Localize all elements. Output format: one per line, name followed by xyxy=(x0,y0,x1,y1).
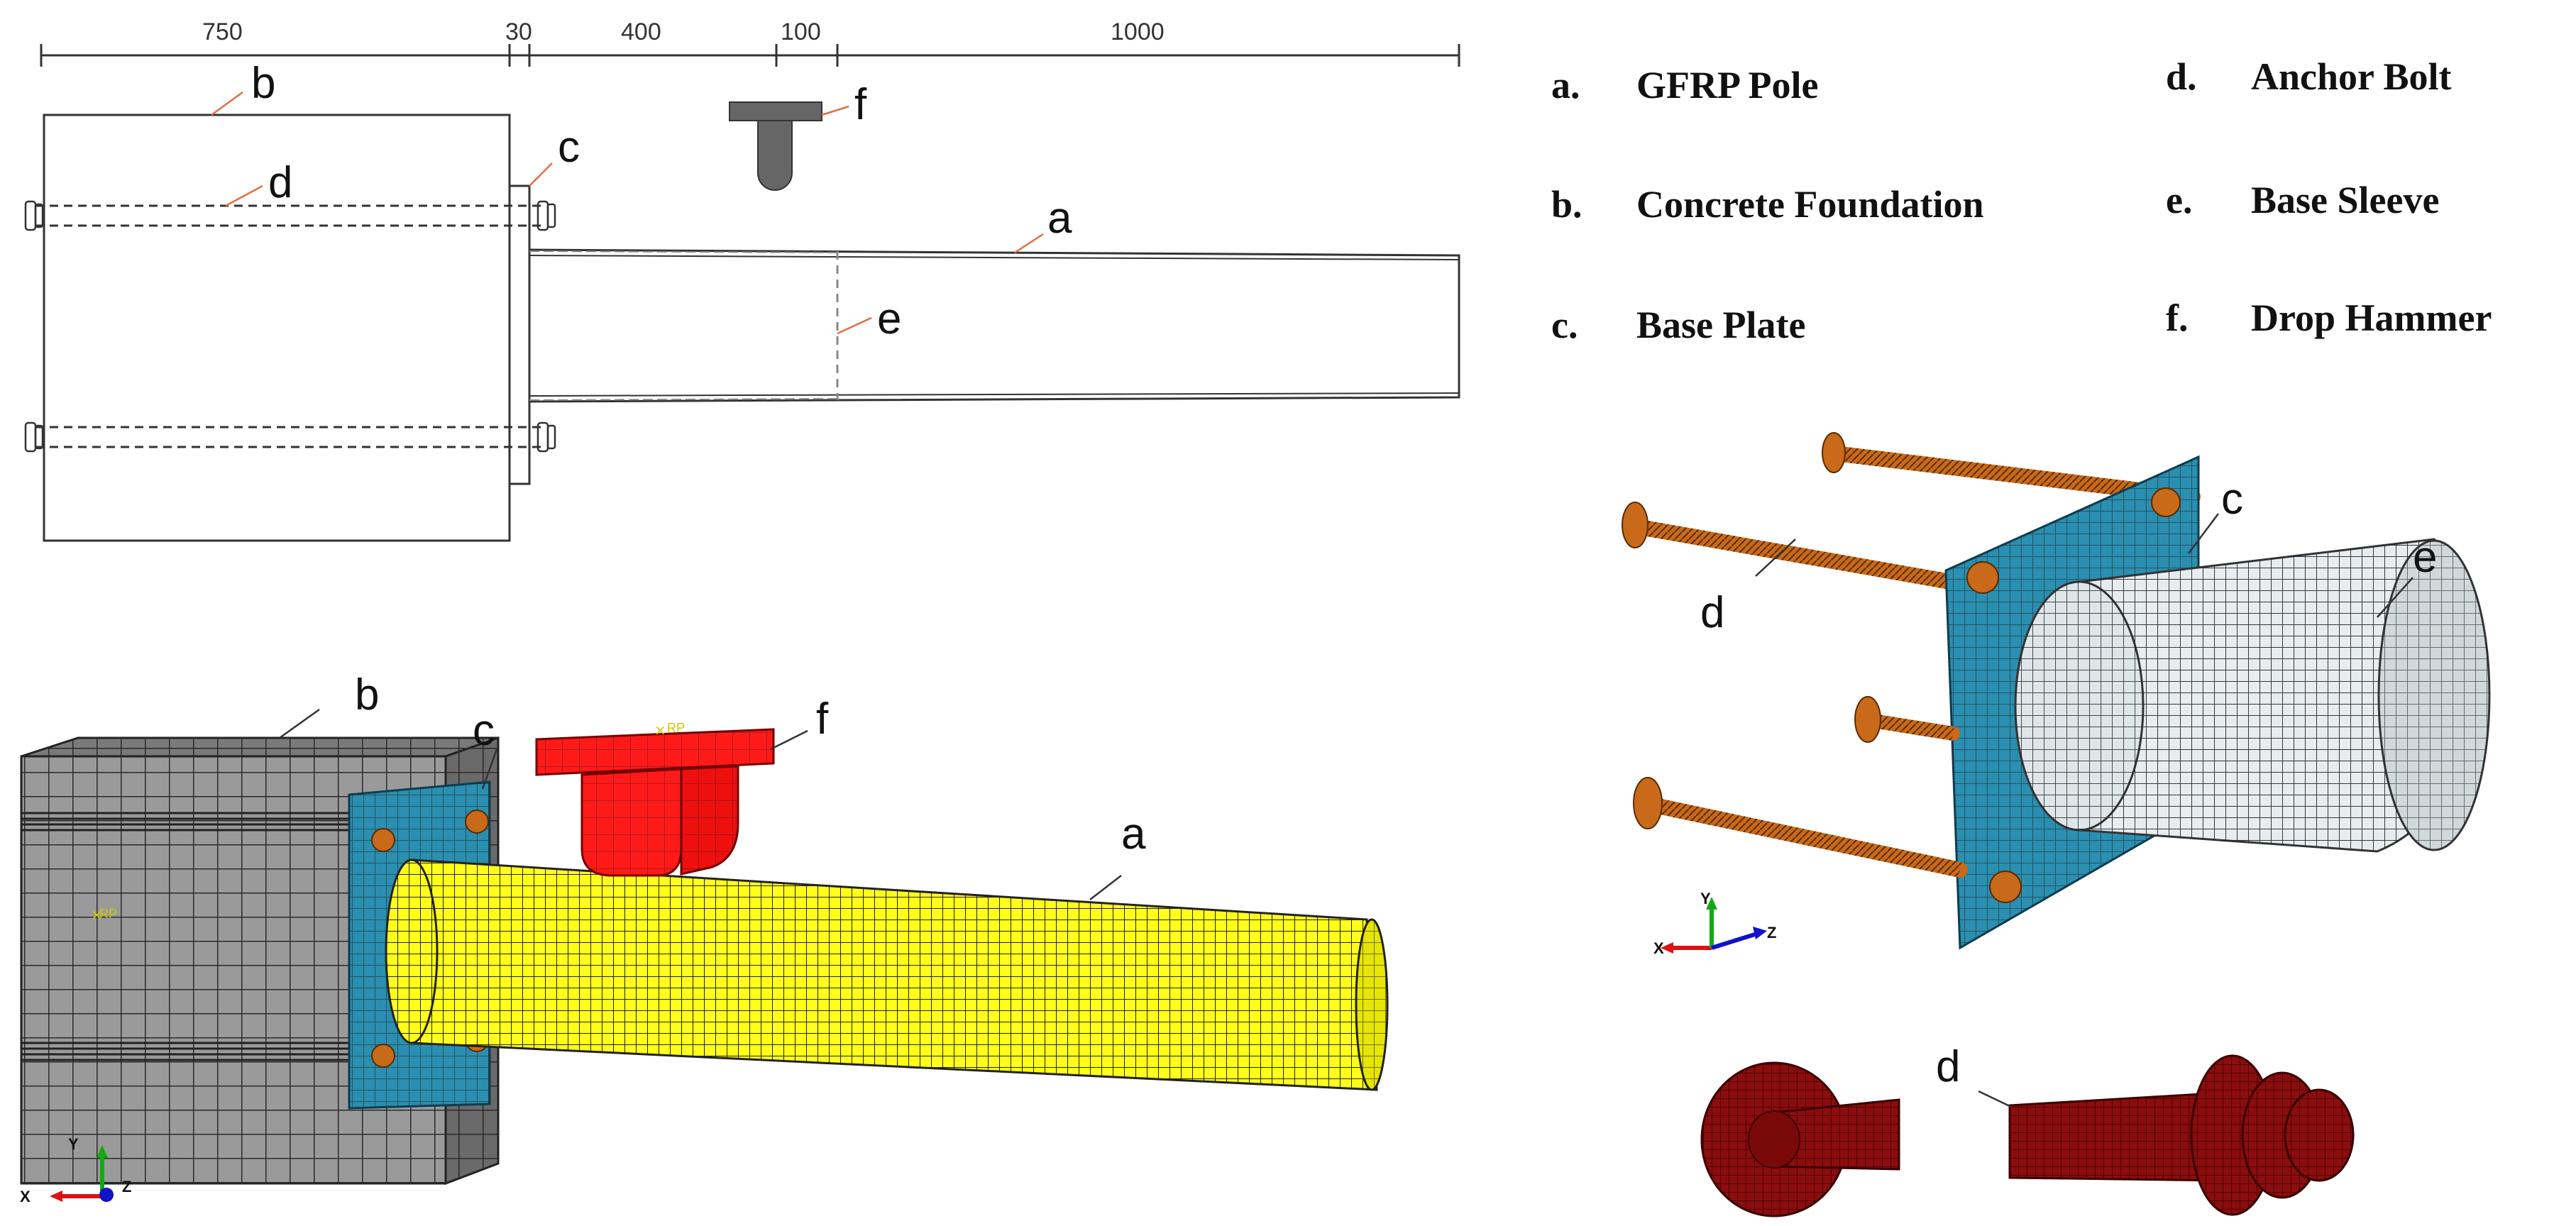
callouts-3d xyxy=(279,708,1122,900)
axis-x-label-detail: X xyxy=(1653,939,1664,957)
bolt-nuts xyxy=(24,200,556,453)
dim-100: 100 xyxy=(781,18,821,45)
legend-letter: e. xyxy=(2166,179,2193,221)
legend-item-d: d. Anchor Bolt xyxy=(2166,55,2452,98)
anchor-bolt-detail xyxy=(1700,1054,2355,1217)
svg-text:×: × xyxy=(654,722,666,739)
drop-hammer-2d xyxy=(729,101,822,191)
legend-item-f: f. Drop Hammer xyxy=(2166,297,2492,339)
label-c-detail: c xyxy=(2221,475,2243,524)
legend-letter: c. xyxy=(1551,304,1578,346)
label-a-3d: a xyxy=(1121,810,1146,858)
label-e-detail: e xyxy=(2413,533,2437,582)
label-d-bolt-detail: d xyxy=(1936,1042,1960,1091)
legend-item-a: a. GFRP Pole xyxy=(1551,64,1818,106)
ref-point-foundation: RP xyxy=(99,907,117,921)
legend-item-b: b. Concrete Foundation xyxy=(1551,183,1984,226)
callouts-detail xyxy=(1755,513,2413,618)
legend-letter: a. xyxy=(1551,64,1580,106)
model-3d-assembly: RP × xyxy=(20,721,1389,1205)
gfrp-pole-3d xyxy=(385,858,1389,1091)
base-plate-outline xyxy=(508,184,531,485)
label-f-3d: f xyxy=(816,695,829,744)
axis-triad-detail xyxy=(1661,897,1767,954)
anchor-bolts-front xyxy=(1633,696,1968,878)
legend-letter: d. xyxy=(2166,55,2197,98)
elevation-drawing xyxy=(24,44,1460,542)
ref-point-hammer: RP xyxy=(667,721,685,735)
dim-1000: 1000 xyxy=(1111,18,1165,45)
legend-letter: b. xyxy=(1551,183,1583,226)
legend-text: Anchor Bolt xyxy=(2251,55,2452,98)
legend-text: Concrete Foundation xyxy=(1636,183,1984,226)
legend-text: Drop Hammer xyxy=(2251,297,2492,339)
axis-z-label-detail: Z xyxy=(1767,924,1776,941)
legend-text: GFRP Pole xyxy=(1636,64,1819,106)
anchor-detail-3d xyxy=(1622,432,2491,954)
label-e-2d: e xyxy=(877,294,901,343)
label-d-detail: d xyxy=(1700,588,1724,637)
svg-text:×: × xyxy=(91,906,103,923)
dim-30: 30 xyxy=(505,18,532,45)
label-a-2d: a xyxy=(1047,194,1072,243)
legend-item-c: c. Base Plate xyxy=(1551,304,1805,346)
callouts-2d xyxy=(211,91,1044,335)
label-c-3d: c xyxy=(473,706,495,755)
drop-hammer-3d xyxy=(535,728,775,877)
legend-item-e: e. Base Sleeve xyxy=(2166,179,2439,221)
axis-triad-assembly xyxy=(50,1145,114,1202)
axis-z-label-assembly: Z xyxy=(122,1178,131,1195)
label-b-3d: b xyxy=(355,670,379,719)
legend-text: Base Sleeve xyxy=(2251,179,2440,221)
dim-400: 400 xyxy=(621,18,661,45)
label-b-2d: b xyxy=(251,59,275,108)
pole-outline xyxy=(529,248,1460,403)
label-c-2d: c xyxy=(558,123,580,172)
legend-text: Base Plate xyxy=(1636,304,1806,346)
axis-y-label-assembly: Y xyxy=(68,1135,79,1153)
label-f-2d: f xyxy=(854,80,867,129)
axis-x-label-assembly: X xyxy=(20,1188,31,1205)
base-sleeve-detail xyxy=(2014,538,2491,853)
anchor-bolt-lines xyxy=(35,204,546,448)
legend-letter: f. xyxy=(2166,297,2189,339)
axis-y-label-detail: Y xyxy=(1700,890,1711,907)
dim-750: 750 xyxy=(202,18,243,45)
label-d-2d: d xyxy=(268,158,292,207)
